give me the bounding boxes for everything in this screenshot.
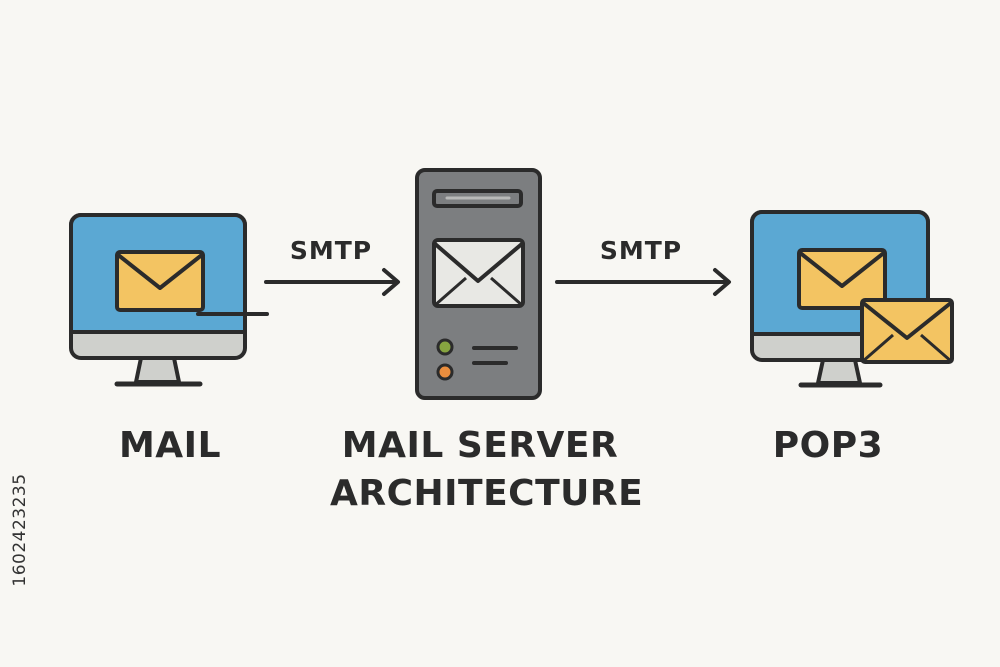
sender-label: MAIL	[118, 425, 222, 466]
server-tower-icon	[415, 168, 542, 400]
sender-envelope-icon	[115, 250, 205, 312]
receiver-envelope-front-icon	[860, 298, 954, 364]
smtp-label-right: SMTP	[599, 236, 683, 265]
arrow-server-to-receiver	[555, 268, 731, 296]
server-label-line2: ARCHITECTURE	[330, 473, 644, 514]
smtp-label-left: SMTP	[289, 236, 373, 265]
receiver-envelope-back-icon	[797, 248, 887, 310]
receiver-label: POP3	[772, 425, 884, 466]
arrow-sender-to-server	[264, 268, 400, 296]
stock-id-text: 1602423235	[10, 473, 30, 587]
server-label-line1: MAIL SERVER	[341, 425, 619, 466]
